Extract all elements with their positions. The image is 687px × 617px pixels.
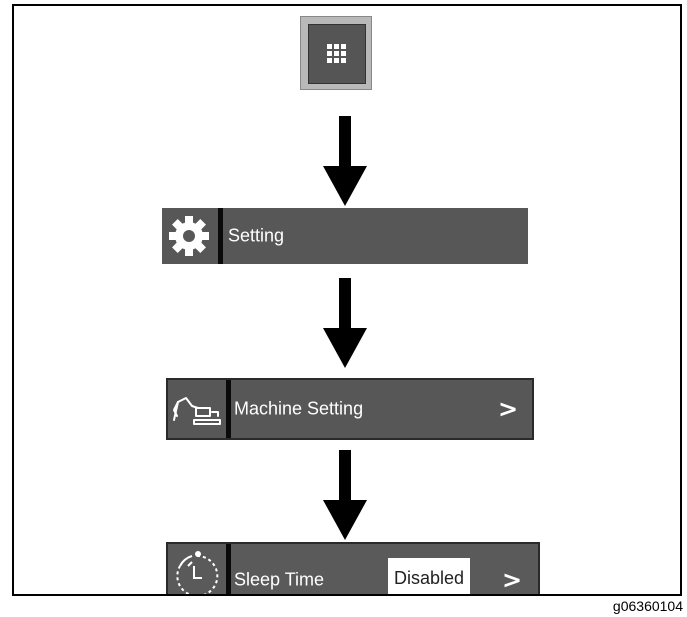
row-divider	[218, 208, 223, 264]
sleep-time-row[interactable]: Sleep Time Disabled >	[166, 542, 540, 594]
down-arrow-icon	[323, 278, 367, 368]
machine-setting-row[interactable]: Machine Setting >	[166, 378, 534, 440]
sleep-time-label: Sleep Time	[234, 569, 325, 590]
row-divider	[226, 544, 231, 594]
figure-id: g06360104	[612, 598, 683, 614]
chevron-right-icon: >	[502, 566, 523, 594]
chevron-right-icon: >	[498, 395, 519, 423]
row-divider	[226, 380, 231, 438]
menu-button-face	[308, 24, 366, 84]
sleep-time-value: Disabled	[388, 558, 471, 594]
down-arrow-icon	[323, 450, 367, 540]
machine-setting-label: Machine Setting	[234, 398, 364, 419]
down-arrow-icon	[323, 116, 367, 206]
timer-icon	[168, 544, 226, 594]
setting-row[interactable]: Setting	[162, 208, 528, 264]
setting-label: Setting	[228, 225, 285, 246]
menu-button[interactable]	[300, 16, 372, 90]
grid-menu-icon	[327, 44, 347, 64]
excavator-icon	[168, 380, 226, 438]
gear-icon	[162, 208, 218, 264]
figure-frame: Setting Machine Setting >	[12, 4, 682, 596]
